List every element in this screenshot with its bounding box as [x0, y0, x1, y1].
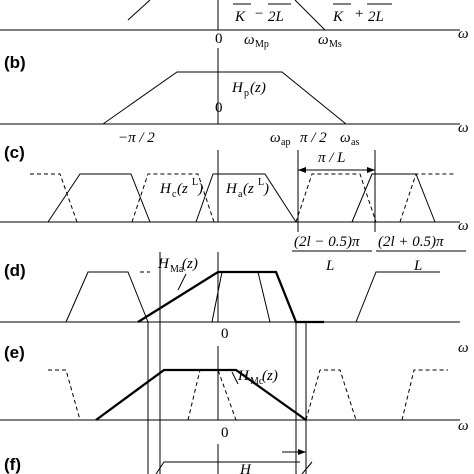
- svg-text:0: 0: [221, 425, 229, 441]
- svg-text:L: L: [258, 177, 264, 188]
- hp-label: H: [231, 80, 244, 96]
- frac-right-num: (2l + 0.5)π: [378, 234, 444, 250]
- panel-f: (f) H: [4, 444, 313, 474]
- svg-text:ω: ω: [458, 340, 469, 356]
- hmc-response: [95, 368, 307, 421]
- svg-text:ω: ω: [458, 418, 469, 434]
- svg-text:(z): (z): [250, 80, 266, 96]
- svg-text:Mc: Mc: [250, 376, 264, 387]
- hma-response: [137, 270, 324, 324]
- hf-label: H: [239, 462, 252, 474]
- panel-b: (b) H p (z) 0 −π / 2 ω ap π / 2 ω as ω: [0, 48, 469, 148]
- ha-label: H: [225, 181, 238, 197]
- panel-e-tag: (e): [4, 343, 25, 362]
- panel-d: (d) H Ma (z) 0 ω: [0, 252, 469, 356]
- svg-text:L: L: [192, 177, 198, 188]
- svg-text:(z: (z: [243, 181, 254, 197]
- panel-f-tag: (f): [4, 455, 21, 474]
- frac-left-num: (2l − 0.5)π: [294, 234, 360, 250]
- svg-text:(z): (z): [182, 256, 198, 272]
- svg-text:ap: ap: [281, 137, 290, 148]
- svg-text:−: −: [255, 6, 263, 22]
- panel-b-trapezoid: [102, 71, 347, 125]
- svg-text:ω: ω: [458, 120, 469, 136]
- top-right-frac: K: [332, 9, 344, 25]
- svg-text:(z: (z: [177, 181, 188, 197]
- svg-text:2L: 2L: [268, 9, 284, 25]
- pi2-label: π / 2: [300, 130, 327, 146]
- hc-image-right: [351, 173, 436, 223]
- panel-c-tag: (c): [4, 143, 25, 162]
- panel-a-fragment: K − 2L K + 2L 0 ω Mp ω Ms ω: [0, 0, 469, 50]
- svg-text:): ): [263, 181, 269, 197]
- omega-ap-label: ω: [270, 130, 281, 146]
- band-edge-fractions: (2l − 0.5)π L (2l + 0.5)π L: [292, 234, 466, 274]
- omega-as-label: ω: [340, 130, 351, 146]
- frac-left-den: L: [325, 258, 334, 274]
- omega-mp-label: ω: [244, 32, 255, 48]
- svg-text:a: a: [238, 189, 243, 200]
- svg-text:0: 0: [215, 31, 223, 47]
- svg-text:Ma: Ma: [170, 264, 184, 275]
- svg-text:c: c: [172, 189, 177, 200]
- top-left-frac: K: [234, 9, 246, 25]
- svg-text:2L: 2L: [368, 9, 384, 25]
- svg-text:Ms: Ms: [329, 39, 342, 50]
- svg-text:+: +: [355, 6, 363, 22]
- hc-label: H: [159, 181, 172, 197]
- panel-a-right-slope: [294, 0, 326, 31]
- panel-b-tag: (b): [4, 53, 26, 72]
- hma-label: H: [157, 256, 170, 272]
- svg-text:0: 0: [215, 100, 223, 116]
- hc-image-left: [47, 173, 151, 223]
- guide-lines: [147, 252, 307, 474]
- panel-c: (c) H c (z L ) H a (z L ) π / L ω: [0, 143, 469, 234]
- panel-d-tag: (d): [4, 261, 26, 280]
- svg-text:(z): (z): [262, 368, 278, 384]
- ha-center: [195, 173, 297, 223]
- frac-right-den: L: [413, 258, 422, 274]
- hmc-label: H: [237, 368, 250, 384]
- svg-text:ω: ω: [458, 26, 469, 42]
- panel-a-left-slope: [127, 0, 151, 21]
- svg-text:): ): [197, 181, 203, 197]
- svg-text:p: p: [244, 88, 249, 99]
- svg-text:Mp: Mp: [255, 39, 269, 50]
- svg-text:ω: ω: [458, 218, 469, 234]
- period-label: π / L: [318, 150, 346, 166]
- panel-e: (e) H Mc (z) 0 ω: [0, 343, 469, 441]
- svg-text:0: 0: [221, 326, 229, 342]
- svg-text:as: as: [351, 137, 359, 148]
- neg-pi2-label: −π / 2: [118, 130, 155, 146]
- omega-ms-label: ω: [318, 32, 329, 48]
